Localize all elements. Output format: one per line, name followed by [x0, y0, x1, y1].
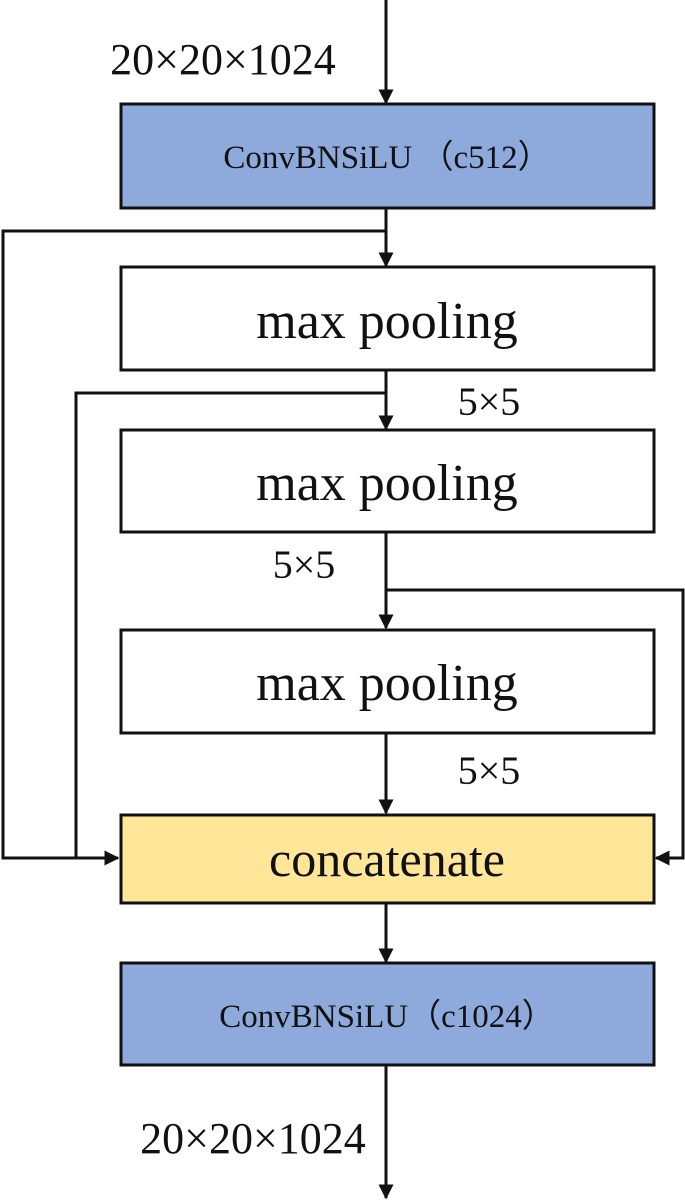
- kernel-label-2: 5×5: [273, 542, 336, 587]
- kernel-label-1: 5×5: [458, 379, 521, 424]
- skip-path-conv: [1, 229, 386, 866]
- pool-label-3: max pooling: [256, 655, 517, 712]
- conv-in-label: ConvBNSiLU （c512）: [223, 140, 550, 176]
- skip-path-pool2: [386, 588, 685, 866]
- pool-label-1: max pooling: [256, 293, 517, 350]
- pool-block-2: max pooling: [119, 428, 656, 534]
- skip-path-pool1: [74, 391, 386, 858]
- concat-block: concatenate: [119, 813, 656, 905]
- pool-block-3: max pooling: [119, 628, 656, 735]
- pool-block-1: max pooling: [119, 265, 656, 372]
- output-shape-label: 20×20×1024: [140, 1114, 366, 1163]
- concat-label: concatenate: [269, 831, 505, 887]
- conv-block-out: ConvBNSiLU（c1024）: [119, 961, 656, 1067]
- kernel-label-3: 5×5: [458, 748, 521, 793]
- conv-block-in: ConvBNSiLU （c512）: [119, 102, 656, 210]
- input-shape-label: 20×20×1024: [110, 35, 336, 84]
- pool-label-2: max pooling: [256, 455, 517, 512]
- conv-out-label: ConvBNSiLU（c1024）: [219, 999, 555, 1035]
